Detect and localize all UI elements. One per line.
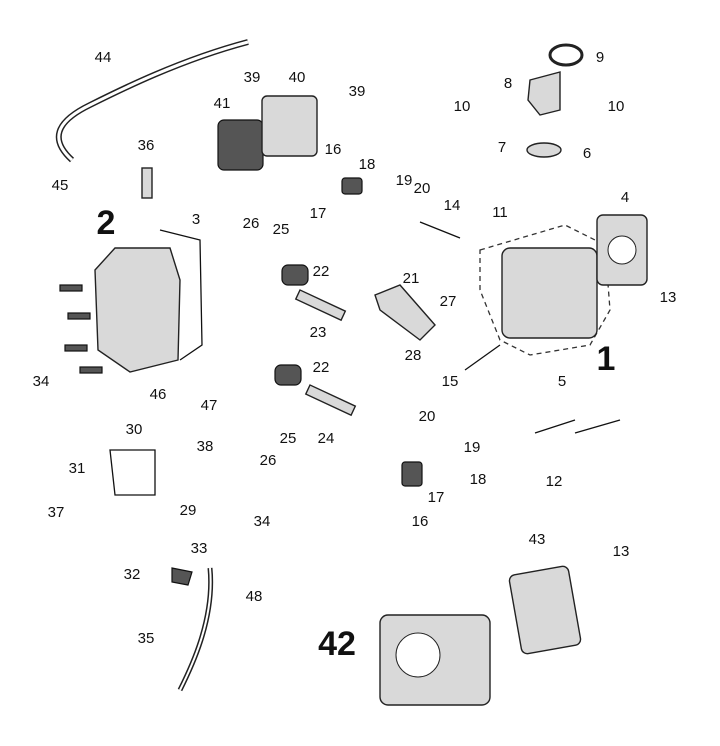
callout-label: 18 [359,156,376,173]
callout-label: 9 [596,49,604,66]
callout-label: 13 [660,289,677,306]
callout-label: 25 [280,430,297,447]
callout-label: 5 [558,373,566,390]
clamp-part [548,43,584,67]
callout-label: 39 [349,83,366,100]
callout-label: 15 [442,373,459,390]
callout-label: 28 [405,347,422,364]
callout-label: 31 [69,460,86,477]
vacuum-tube-part [177,567,214,692]
callout-label: 38 [197,438,214,455]
callout-label: 34 [254,513,271,530]
bolts-part [59,284,103,374]
callout-label: 3 [192,211,200,228]
callout-label: 27 [440,293,457,310]
callout-label: 17 [310,205,327,222]
intake-pipe-part [527,71,561,116]
callout-label: 44 [95,49,112,66]
valve-spring-part [401,461,423,487]
callout-label: 42 [318,625,356,663]
insulator-part [526,142,562,158]
callout-label: 12 [546,473,563,490]
valve-spring-part [341,177,363,195]
callout-label: 30 [126,421,143,438]
cylinder-head-part [501,247,598,339]
cylinder-head-outline [479,224,611,356]
callout-label: 11 [492,204,508,221]
callout-label: 20 [419,408,436,425]
parts [55,39,648,706]
callout-label: 43 [529,531,546,548]
rocker-arm-part [274,364,302,386]
callout-label: 10 [454,98,471,115]
rocker-shaft-part [294,289,347,322]
callout-label: 37 [48,504,65,521]
callout-label: 19 [396,172,413,189]
fitting-part-36 [141,167,153,199]
callout-label: 22 [313,263,330,280]
bracket-part [109,449,156,496]
callout-label: 20 [414,180,431,197]
callout-label: 14 [444,197,461,214]
callout-label: 35 [138,630,155,647]
callout-label: 45 [52,177,69,194]
callout-label: 8 [504,75,512,92]
valve-part [419,221,461,239]
cylinder-gasket-part [508,565,582,655]
valve-part [464,344,501,371]
callout-label: 1 [597,340,616,378]
callout-label: 17 [428,489,445,506]
callout-label: 18 [470,471,487,488]
callout-label: 10 [608,98,625,115]
rocker-shaft-part [304,384,357,417]
callout-label: 32 [124,566,141,583]
callout-label: 4 [621,189,629,206]
callout-label: 40 [289,69,306,86]
callout-label: 23 [310,324,327,341]
callout-label: 26 [260,452,277,469]
valve-part-32 [171,567,193,586]
callout-label: 16 [325,141,342,158]
callout-label: 47 [201,397,218,414]
camshaft-part [374,284,436,341]
breather-plate-part [261,95,318,157]
callout-label: 26 [243,215,260,232]
callout-label: 48 [246,588,263,605]
callout-label: 7 [498,139,506,156]
callout-label: 21 [403,270,420,287]
callout-label: 46 [150,386,167,403]
callout-label: 41 [214,95,231,112]
callout-label: 19 [464,439,481,456]
callout-label: 6 [583,145,591,162]
callout-label: 13 [613,543,630,560]
callout-label: 24 [318,430,335,447]
valve-cover-gasket [159,229,203,361]
callout-label: 25 [273,221,290,238]
callout-label: 33 [191,540,208,557]
rocker-arm-part [281,264,309,286]
callout-label: 22 [313,359,330,376]
callout-label: 29 [180,502,197,519]
callout-label: 2 [97,204,116,242]
stud-part [534,419,576,434]
callout-label: 34 [33,373,50,390]
valve-cover-part [94,247,181,373]
callout-label: 39 [244,69,261,86]
callout-label: 16 [412,513,429,530]
stud-part [574,419,621,434]
callout-label: 36 [138,137,155,154]
breather-cover-part [217,119,264,171]
